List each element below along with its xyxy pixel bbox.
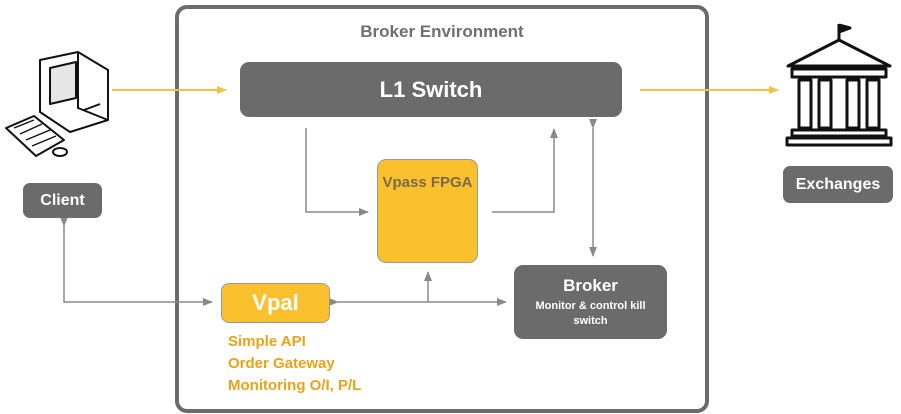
vpal-feature-list: Simple API Order Gateway Monitoring O/I,… [228,331,361,397]
exchanges-label: Exchanges [795,175,881,193]
broker-node: Broker Monitor & control kill switch [514,265,667,339]
vpal-node: Vpal [221,283,330,323]
bank-building-icon [785,23,893,147]
broker-subtitle: Monitor & control kill switch [535,299,646,327]
fpga-node: Vpass FPGA [377,159,478,263]
l1-switch-label: L1 Switch [379,76,483,102]
vpal-label: Vpal [252,290,299,315]
vpal-feature-item: Monitoring O/I, P/L [228,377,362,394]
arrow-l1-to-fpga [305,128,369,216]
vpal-feature-item: Order Gateway [228,355,335,372]
client-node: Client [23,183,102,218]
computer-icon [5,51,109,157]
client-label: Client [40,191,85,209]
arrow-fpga-to-l1 [492,128,558,213]
vpal-feature-item: Simple API [228,333,306,350]
exchanges-node: Exchanges [783,166,893,203]
l1-switch-node: L1 Switch [240,62,622,117]
broker-environment-title: Broker Environment [360,22,524,41]
arrow-client-vpal [60,217,213,306]
broker-title: Broker [563,275,618,295]
fpga-label: Vpass FPGA [382,174,473,191]
